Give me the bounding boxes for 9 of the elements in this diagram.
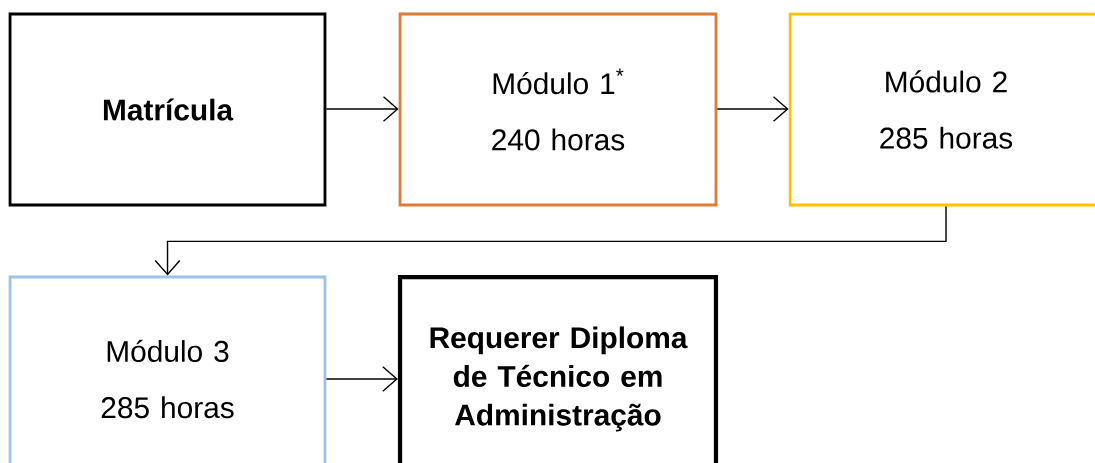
arrow [325, 366, 398, 392]
process-box: Módulo 3 285 horas [8, 275, 327, 463]
process-box: Módulo 2 285 horas [788, 12, 1095, 207]
arrow [325, 96, 399, 122]
process-box: Requerer Diploma de Técnico em Administração [397, 274, 719, 463]
arrow [154, 205, 947, 276]
process-box: Módulo 1$^{*}$ 240 horas [398, 12, 718, 207]
process-box: Matrícula [8, 12, 327, 207]
arrow [716, 96, 789, 122]
